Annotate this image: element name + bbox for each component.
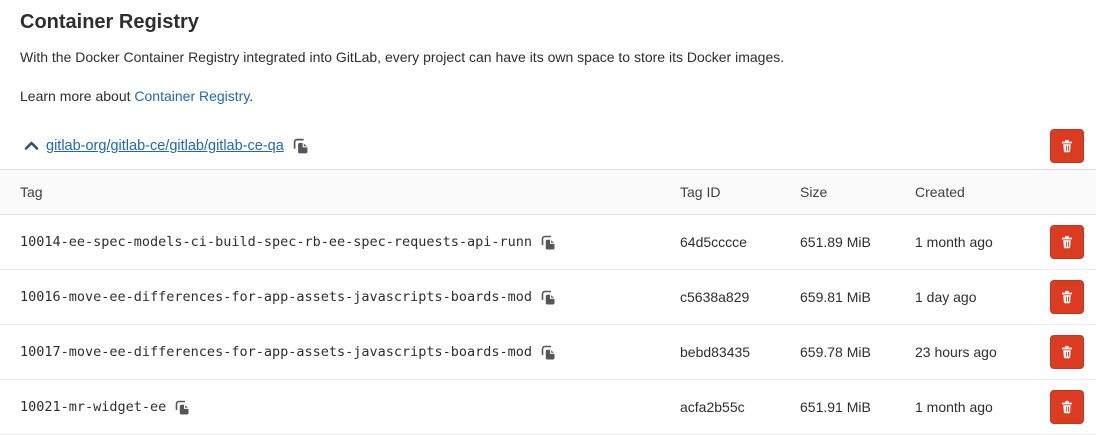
copy-icon xyxy=(541,235,556,250)
column-header-tag: Tag xyxy=(20,184,43,200)
delete-tag-button[interactable] xyxy=(1050,335,1084,369)
tag-created: 1 day ago xyxy=(915,289,977,305)
tag-size: 651.91 MiB xyxy=(800,399,871,415)
trash-icon xyxy=(1060,345,1074,359)
table-row: 10021-mr-widget-ee acfa2b55c 651.91 MiB … xyxy=(0,380,1096,435)
tag-id: 64d5cccce xyxy=(680,234,747,250)
trash-icon xyxy=(1060,235,1074,249)
delete-tag-button[interactable] xyxy=(1050,225,1084,259)
copy-repo-path-button[interactable] xyxy=(293,138,309,154)
copy-icon xyxy=(541,345,556,360)
learn-more-prefix: Learn more about xyxy=(20,88,135,104)
column-header-size: Size xyxy=(800,184,828,200)
learn-more-suffix: . xyxy=(249,88,254,104)
tag-created: 1 month ago xyxy=(915,234,993,250)
copy-icon xyxy=(293,138,309,154)
tag-created: 23 hours ago xyxy=(915,344,997,360)
delete-tag-button[interactable] xyxy=(1050,390,1084,424)
tags-table: Tag Tag ID Size Created 10014-ee-spec-mo… xyxy=(0,170,1096,435)
tag-created: 1 month ago xyxy=(915,399,993,415)
copy-tag-button[interactable] xyxy=(541,290,556,305)
repo-header: gitlab-org/gitlab-ce/gitlab/gitlab-ce-qa xyxy=(0,123,1096,170)
table-row: 10016-move-ee-differences-for-app-assets… xyxy=(0,270,1096,325)
tag-name: 10014-ee-spec-models-ci-build-spec-rb-ee… xyxy=(20,234,533,250)
tag-name: 10016-move-ee-differences-for-app-assets… xyxy=(20,289,533,305)
table-header-row: Tag Tag ID Size Created xyxy=(0,170,1096,215)
tag-name: 10021-mr-widget-ee xyxy=(20,399,167,415)
learn-more-text: Learn more about Container Registry. xyxy=(20,87,1096,106)
copy-tag-button[interactable] xyxy=(175,400,190,415)
repo-path-link[interactable]: gitlab-org/gitlab-ce/gitlab/gitlab-ce-qa xyxy=(46,138,284,154)
trash-icon xyxy=(1060,400,1074,414)
copy-tag-button[interactable] xyxy=(541,345,556,360)
tag-size: 659.78 MiB xyxy=(800,344,871,360)
copy-tag-button[interactable] xyxy=(541,235,556,250)
trash-icon xyxy=(1060,290,1074,304)
chevron-up-icon xyxy=(24,141,39,151)
tag-name: 10017-move-ee-differences-for-app-assets… xyxy=(20,344,533,360)
table-row: 10017-move-ee-differences-for-app-assets… xyxy=(0,325,1096,380)
delete-tag-button[interactable] xyxy=(1050,280,1084,314)
tag-id: c5638a829 xyxy=(680,289,750,305)
copy-icon xyxy=(175,400,190,415)
column-header-created: Created xyxy=(915,184,965,200)
copy-icon xyxy=(541,290,556,305)
tag-size: 659.81 MiB xyxy=(800,289,871,305)
collapse-toggle-button[interactable] xyxy=(24,141,39,151)
tag-size: 651.89 MiB xyxy=(800,234,871,250)
page-description: With the Docker Container Registry integ… xyxy=(20,49,785,65)
table-row: 10014-ee-spec-models-ci-build-spec-rb-ee… xyxy=(0,215,1096,270)
tag-id: acfa2b55c xyxy=(680,399,745,415)
tag-id: bebd83435 xyxy=(680,344,751,360)
delete-repo-button[interactable] xyxy=(1050,129,1084,163)
trash-icon xyxy=(1060,139,1074,153)
container-registry-docs-link[interactable]: Container Registry xyxy=(134,88,250,104)
column-header-tag-id: Tag ID xyxy=(680,184,721,200)
page-title: Container Registry xyxy=(20,11,199,33)
